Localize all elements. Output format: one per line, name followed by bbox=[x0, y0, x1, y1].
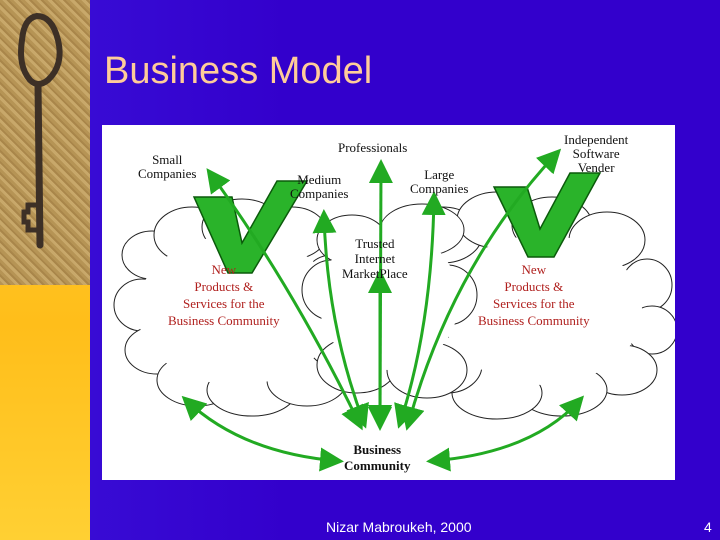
center-line2: Internet bbox=[354, 251, 396, 266]
label-trusted-internet-marketplace: Trusted Internet MarketPlace bbox=[342, 236, 408, 281]
left-cloud-line1: New bbox=[211, 262, 237, 277]
center-cloud bbox=[301, 203, 478, 399]
business-model-diagram: Small Companies Professionals Medium Com… bbox=[102, 125, 675, 480]
antique-key-image bbox=[0, 0, 90, 285]
business-community-line1: Business bbox=[353, 442, 402, 457]
label-large-line1: Large bbox=[424, 167, 455, 182]
slide-number: 4 bbox=[704, 519, 712, 535]
label-right-cloud: New Products & Services for the Business… bbox=[478, 261, 590, 329]
label-small-companies: Small Companies bbox=[138, 153, 197, 181]
left-cloud-line4: Business Community bbox=[168, 313, 280, 328]
label-independent-software-vender: Independent Software Vender bbox=[564, 133, 628, 175]
right-cloud-line2: Products & bbox=[504, 279, 564, 294]
label-isv-line2: Software bbox=[572, 146, 620, 161]
diagram-graphics bbox=[113, 148, 675, 472]
label-medium-line2: Companies bbox=[290, 186, 349, 201]
label-professionals-text: Professionals bbox=[338, 140, 408, 155]
label-isv-line1: Independent bbox=[564, 132, 629, 147]
arrow-right-cloud-to-community bbox=[426, 395, 585, 472]
arrows bbox=[181, 148, 585, 472]
left-cloud-line2: Products & bbox=[194, 279, 254, 294]
label-business-community: Business Community bbox=[344, 442, 410, 474]
label-small-line1: Small bbox=[152, 152, 183, 167]
left-cloud-line3: Services for the bbox=[183, 296, 265, 311]
business-community-line2: Community bbox=[344, 458, 411, 473]
label-medium-companies: Medium Companies bbox=[290, 173, 349, 201]
label-isv-line3: Vender bbox=[577, 160, 615, 175]
slide-title: Business Model bbox=[104, 50, 373, 92]
label-professionals: Professionals bbox=[338, 141, 407, 155]
arrow-isv bbox=[401, 148, 562, 431]
label-large-companies: Large Companies bbox=[410, 168, 469, 196]
right-cloud-line4: Business Community bbox=[478, 313, 590, 328]
right-cloud-line1: New bbox=[521, 262, 547, 277]
footer-author: Nizar Mabroukeh, 2000 bbox=[326, 519, 472, 535]
label-small-line2: Companies bbox=[138, 166, 197, 181]
center-line1: Trusted bbox=[355, 236, 395, 251]
label-medium-line1: Medium bbox=[297, 172, 342, 187]
label-large-line2: Companies bbox=[410, 181, 469, 196]
arrow-left-cloud-to-community bbox=[181, 395, 344, 472]
label-left-cloud: New Products & Services for the Business… bbox=[168, 261, 280, 329]
arrow-medium-companies bbox=[312, 209, 369, 429]
right-cloud-line3: Services for the bbox=[493, 296, 575, 311]
center-line3: MarketPlace bbox=[342, 266, 408, 281]
